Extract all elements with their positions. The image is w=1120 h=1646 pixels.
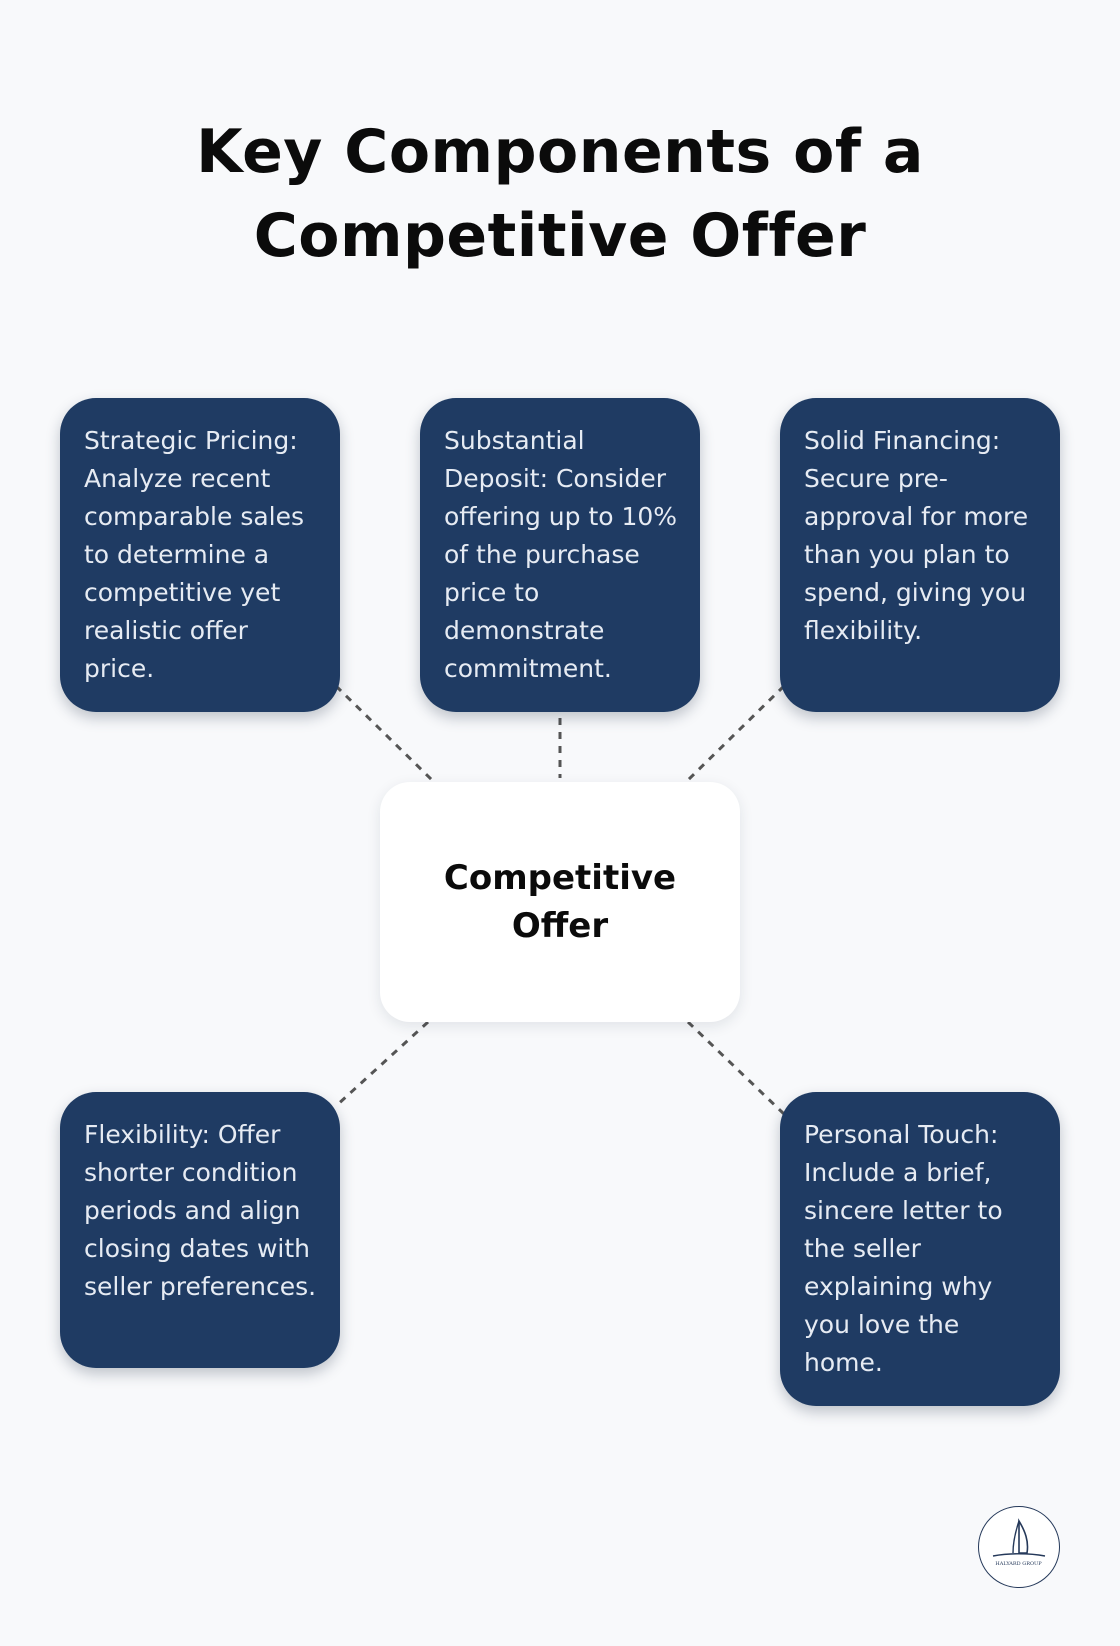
component-card-substantial-deposit: Substantial Deposit: Consider offering u… (420, 398, 700, 712)
sailboat-logo-icon: HALYARD GROUP (978, 1506, 1060, 1588)
component-text-strategic-pricing: Strategic Pricing: Analyze recent compar… (84, 426, 305, 683)
connector-strategic-pricing (334, 684, 434, 782)
connector-personal-touch (686, 1020, 786, 1116)
title-line-2: Competitive Offer (253, 201, 867, 271)
title-line-1: Key Components of a (196, 117, 924, 187)
logo-text: HALYARD GROUP (995, 1561, 1042, 1567)
center-node-label: Competitive Offer (443, 858, 677, 946)
component-text-substantial-deposit: Substantial Deposit: Consider offering u… (444, 426, 678, 683)
component-card-flexibility: Flexibility: Offer shorter condition per… (60, 1092, 340, 1368)
center-node: Competitive Offer (380, 782, 740, 1022)
component-text-solid-financing: Solid Financing: Secure pre-approval for… (804, 426, 1029, 645)
component-card-strategic-pricing: Strategic Pricing: Analyze recent compar… (60, 398, 340, 712)
component-card-solid-financing: Solid Financing: Secure pre-approval for… (780, 398, 1060, 712)
page-title: Key Components of a Competitive Offer (0, 110, 1120, 278)
connector-solid-financing (686, 684, 786, 782)
connector-flexibility (334, 1020, 430, 1108)
component-card-personal-touch: Personal Touch: Include a brief, sincere… (780, 1092, 1060, 1406)
component-text-personal-touch: Personal Touch: Include a brief, sincere… (804, 1120, 1003, 1377)
component-text-flexibility: Flexibility: Offer shorter condition per… (84, 1120, 317, 1301)
